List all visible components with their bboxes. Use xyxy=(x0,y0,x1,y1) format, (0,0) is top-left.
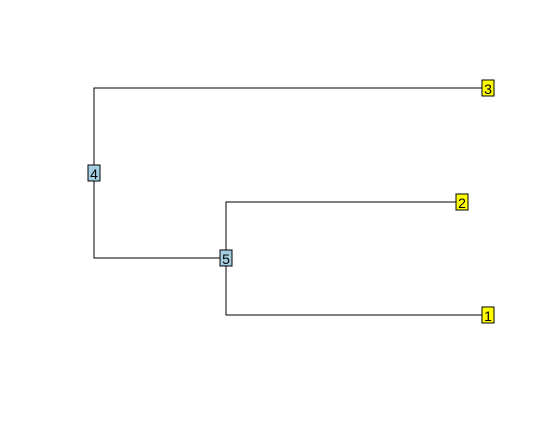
edge-5-2 xyxy=(225,201,456,258)
node-1-label: 1 xyxy=(484,308,492,324)
edge-4-5 xyxy=(93,173,220,259)
node-2-box xyxy=(455,193,469,211)
node-1-box xyxy=(481,306,495,324)
node-3: 3 xyxy=(481,79,495,97)
node-5-label: 5 xyxy=(222,251,230,267)
edges-layer xyxy=(93,87,482,316)
node-5-box xyxy=(219,249,233,267)
node-3-box xyxy=(481,79,495,97)
node-4-label: 4 xyxy=(90,166,98,182)
node-2-label: 2 xyxy=(458,195,466,211)
edge-4-3 xyxy=(93,87,482,173)
node-1: 1 xyxy=(481,306,495,324)
node-4-box xyxy=(87,164,101,182)
edge-5-1 xyxy=(225,258,482,316)
node-2: 2 xyxy=(455,193,469,211)
node-3-label: 3 xyxy=(484,81,492,97)
nodes-layer: 4 5 3 2 1 xyxy=(87,79,495,324)
node-5: 5 xyxy=(219,249,233,267)
node-4: 4 xyxy=(87,164,101,182)
